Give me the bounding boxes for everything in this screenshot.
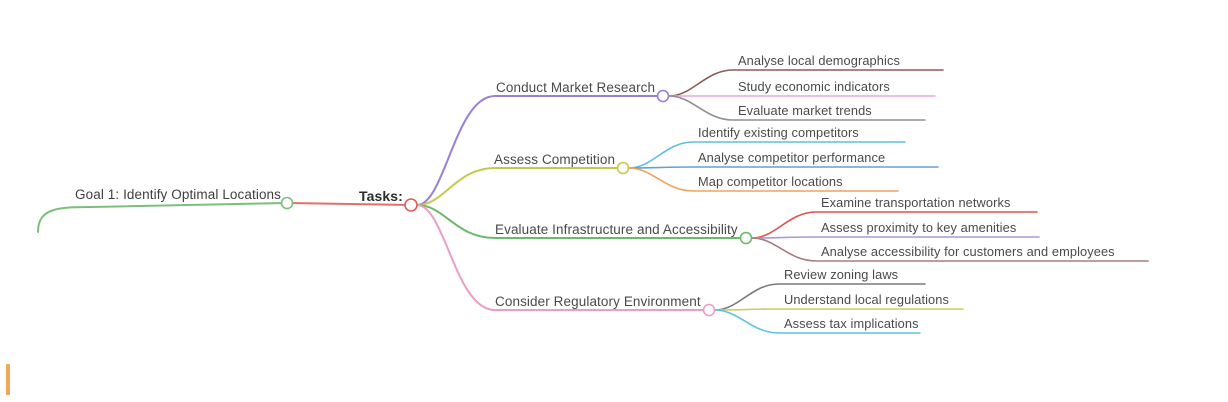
root-node-label: Goal 1: Identify Optimal Locations [75,187,282,202]
center-node-label: Tasks: [359,188,403,204]
branch-edge-0 [416,95,664,206]
branch-label-0: Conduct Market Research [496,80,656,95]
branch-edge-2 [416,204,747,239]
leaf-edge-3-0 [714,283,926,311]
center-edge [286,202,412,206]
branch-node-circle-2[interactable] [739,231,753,245]
branch-node-circle-3[interactable] [702,303,716,317]
leaf-edge-2-2 [751,237,1149,262]
branch-label-3: Consider Regulatory Environment [495,294,701,309]
leaf-edge-0-0 [668,69,944,97]
leaf-label-1-2: Map competitor locations [698,174,843,189]
branch-label-1: Assess Competition [494,152,616,167]
branch-node-circle-1[interactable] [616,161,630,175]
leaf-label-0-2: Evaluate market trends [738,103,872,118]
root-node-circle[interactable] [280,196,294,210]
leaf-label-1-0: Identify existing competitors [698,125,859,140]
leaf-label-3-2: Assess tax implications [784,316,919,331]
leaf-edge-0-2 [668,95,926,121]
branch-edge-1 [416,167,624,206]
leaf-label-3-1: Understand local regulations [784,292,949,307]
branch-node-circle-0[interactable] [656,89,670,103]
leaf-label-2-1: Assess proximity to key amenities [821,220,1017,235]
leaf-label-0-0: Analyse local demographics [738,53,900,68]
branch-edge-3 [416,204,710,311]
leaf-label-3-0: Review zoning laws [784,267,899,282]
leaf-edge-3-2 [714,309,921,334]
text-cursor-bar [6,364,10,395]
leaf-edge-2-1 [751,236,1040,239]
leaf-edge-1-1 [628,166,939,169]
leaf-edge-3-1 [714,308,964,311]
leaf-label-2-2: Analyse accessibility for customers and … [821,244,1115,259]
center-node-circle[interactable] [404,198,418,212]
leaf-edge-1-0 [628,141,906,169]
leaf-edge-1-2 [628,167,899,192]
branch-label-2: Evaluate Infrastructure and Accessibilit… [495,222,738,237]
leaf-label-2-0: Examine transportation networks [821,195,1011,210]
leaf-label-0-1: Study economic indicators [738,79,890,94]
leaf-label-1-1: Analyse competitor performance [698,150,886,165]
nodes-layer [280,89,753,317]
edges-layer [37,69,1149,334]
leaf-edge-2-0 [751,211,1038,239]
root-edge [37,202,288,233]
